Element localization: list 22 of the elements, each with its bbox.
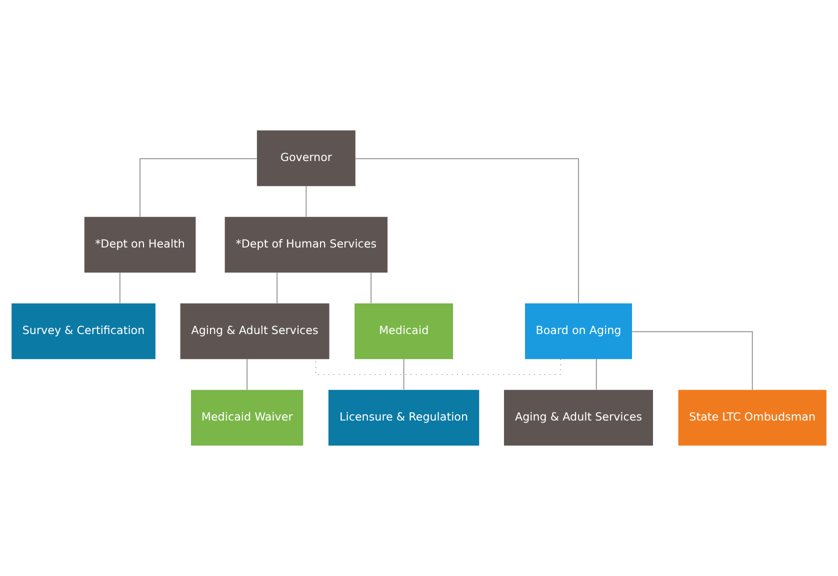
connector (355, 158, 579, 304)
connector (370, 272, 372, 304)
connector (403, 358, 404, 390)
connector (276, 272, 278, 304)
node-box: *Dept of Human Services (224, 216, 388, 273)
node-box: Licensure & Regulation (328, 390, 480, 446)
connector (246, 358, 248, 390)
node-box: Governor (256, 130, 356, 186)
node-box: Survey & Certification (12, 303, 156, 360)
connector (119, 272, 120, 304)
connector (596, 358, 597, 390)
connector (315, 358, 562, 375)
node-box: Aging & Adult Services (504, 390, 653, 446)
node-box: Medicaid Waiver (191, 390, 304, 446)
connector (140, 158, 258, 218)
node-box: State LTC Ombudsman (678, 390, 826, 446)
connector (306, 186, 307, 218)
connector (632, 331, 753, 390)
node-box: Board on Aging (524, 303, 632, 360)
node-box: *Dept on Health (84, 216, 196, 273)
node-box: Aging & Adult Services (180, 303, 330, 360)
node-box: Medicaid (354, 303, 454, 360)
